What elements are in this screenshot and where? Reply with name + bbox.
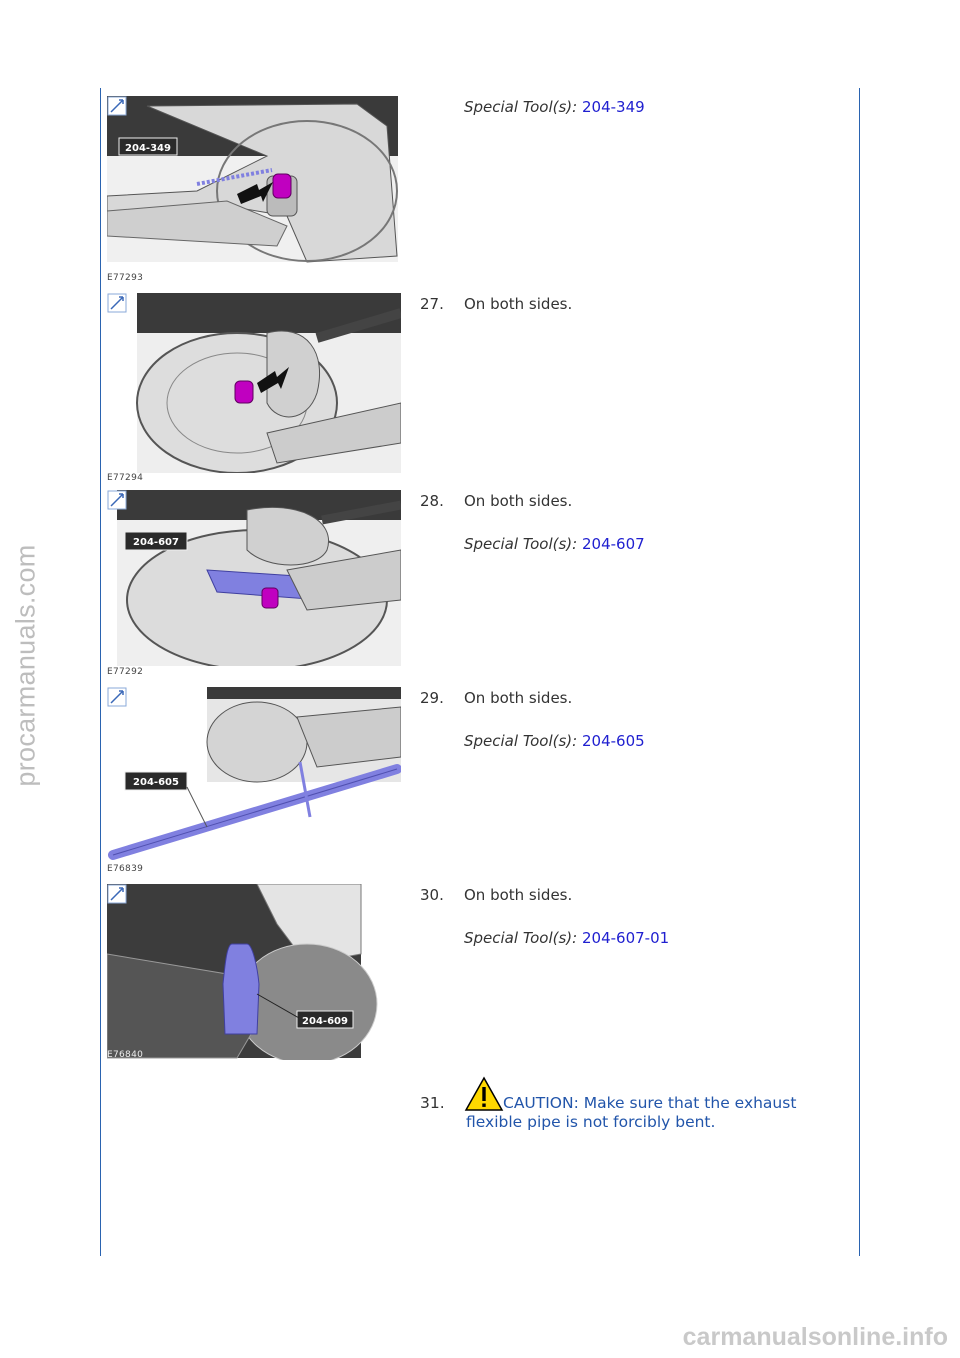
special-tool-line: Special Tool(s): 204-607-01: [464, 929, 669, 947]
caution-text-line-2: flexible pipe is not forcibly bent.: [466, 1113, 716, 1131]
special-tool-link[interactable]: 204-605: [582, 732, 645, 750]
step-number: 30.: [420, 886, 444, 904]
left-rule: [100, 88, 101, 1256]
zoom-icon[interactable]: [107, 687, 127, 707]
figure-code: E76839: [107, 864, 144, 874]
bottom-watermark: carmanualsonline.info: [682, 1323, 948, 1351]
tool-tag: 204-607: [133, 537, 179, 548]
special-tool-label: Special Tool(s):: [464, 929, 578, 947]
special-tool-label: Special Tool(s):: [464, 732, 578, 750]
tool-tag: 204-349: [125, 143, 171, 154]
zoom-icon[interactable]: [107, 96, 127, 116]
step-text: On both sides.: [464, 295, 573, 313]
special-tool-line: Special Tool(s): 204-607: [464, 535, 645, 553]
figure-5: 204-609 E76840: [107, 884, 401, 1060]
tool-tag: 204-609: [302, 1016, 348, 1027]
special-tool-label: Special Tool(s):: [464, 98, 578, 116]
special-tool-line: Special Tool(s): 204-605: [464, 732, 645, 750]
zoom-icon[interactable]: [107, 490, 127, 510]
zoom-icon[interactable]: [107, 884, 127, 904]
step-number: 29.: [420, 689, 444, 707]
side-watermark: procarmanuals.com: [10, 544, 41, 787]
figure-4: 204-605 E76839: [107, 687, 401, 874]
step-text: On both sides.: [464, 492, 573, 510]
step-number: 27.: [420, 295, 444, 313]
figure-1: 204-349 E77293: [107, 96, 401, 283]
step-number: 31.: [420, 1094, 445, 1112]
figure-code: E76840: [107, 1050, 144, 1060]
special-tool-link[interactable]: 204-607-01: [582, 929, 670, 947]
special-tool-link[interactable]: 204-607: [582, 535, 645, 553]
figure-5-illustration: 204-609: [107, 884, 378, 1060]
warning-triangle-icon: [464, 1076, 504, 1111]
figure-3: 204-607 E77292: [107, 490, 401, 677]
figure-code: E77293: [107, 273, 144, 283]
figure-3-illustration: 204-607: [117, 490, 401, 666]
step-text: On both sides.: [464, 886, 573, 904]
figure-code: E77294: [107, 473, 144, 483]
special-tool-label: Special Tool(s):: [464, 535, 578, 553]
figure-1-illustration: 204-349: [107, 96, 398, 263]
figure-4-illustration: 204-605: [108, 687, 401, 860]
special-tool-link[interactable]: 204-349: [582, 98, 645, 116]
figure-code: E77292: [107, 667, 144, 677]
step-number: 28.: [420, 492, 444, 510]
zoom-icon[interactable]: [107, 293, 127, 313]
tool-tag: 204-605: [133, 777, 179, 788]
special-tool-line: Special Tool(s): 204-349: [464, 98, 645, 116]
figure-2-illustration: [136, 293, 401, 473]
step-text: On both sides.: [464, 689, 573, 707]
figure-2: E77294: [107, 293, 401, 483]
right-rule: [859, 88, 860, 1256]
caution-text-line-1: CAUTION: Make sure that the exhaust: [503, 1094, 797, 1112]
